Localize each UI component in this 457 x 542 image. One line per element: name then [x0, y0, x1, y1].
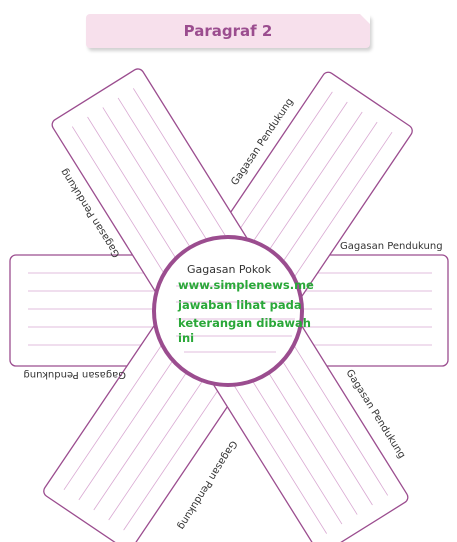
- title-card: Paragraf 2: [86, 14, 370, 48]
- answer-note-line-1: jawaban lihat pada: [177, 298, 302, 312]
- answer-note-line-3: ini: [178, 331, 194, 345]
- page-title: Paragraf 2: [183, 22, 273, 40]
- answer-note-line-2: keterangan dibawah: [178, 316, 311, 330]
- page-fold-corner: [360, 14, 370, 24]
- label-spoke-right: Gagasan Pendukung: [340, 241, 443, 252]
- label-spoke-left: Gagasan Pendukung: [23, 369, 126, 380]
- central-idea-label: Gagasan Pokok: [187, 263, 272, 276]
- central-idea-node: Gagasan Pokok www.simplenews.me jawaban …: [152, 235, 314, 387]
- website-annotation: www.simplenews.me: [178, 278, 314, 292]
